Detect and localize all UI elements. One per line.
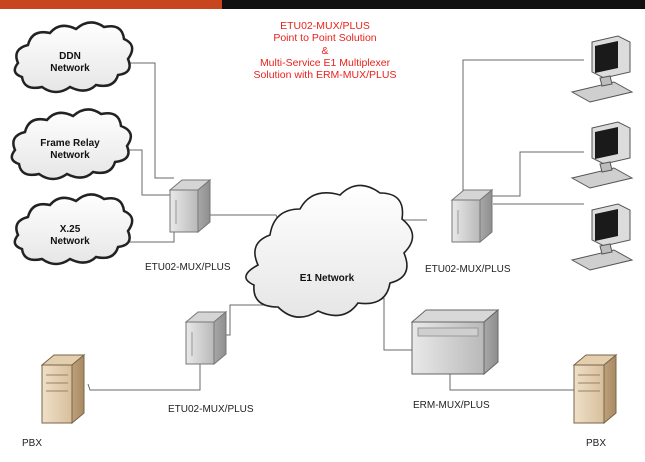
desktop-computer-icon <box>570 203 634 271</box>
e1-cloud-icon <box>245 184 414 318</box>
pbx-left-label: PBX <box>22 438 43 449</box>
etu-right-label: ETU02-MUX/PLUS <box>425 264 511 275</box>
mux-device-icon <box>184 310 228 366</box>
pbx-right-label: PBX <box>586 438 607 449</box>
cloud-icon <box>13 21 134 94</box>
cloud-icon <box>10 108 133 181</box>
etu-left-label: ETU02-MUX/PLUS <box>145 262 231 273</box>
header-tab <box>0 0 222 9</box>
cloud-label-line: Frame Relay <box>40 138 100 149</box>
title-line: ETU02-MUX/PLUS <box>280 20 370 32</box>
frame-relay-network-label: Frame Relay Network <box>25 138 115 162</box>
ddn-network-label: DDN Network <box>30 51 110 75</box>
cloud-label-line: Network <box>50 63 90 74</box>
title-line: Point to Point Solution <box>273 32 377 45</box>
erm-rack-icon <box>410 308 500 376</box>
cloud-label-line: DDN <box>59 51 81 62</box>
desktop-computer-icon <box>570 35 634 103</box>
cloud-label-line: Network <box>50 150 90 161</box>
title-line: Solution with ERM-MUX/PLUS <box>253 69 397 82</box>
mux-device-icon <box>168 178 212 234</box>
cloud-label-line: E1 Network <box>299 273 355 284</box>
etu-bottom-label: ETU02-MUX/PLUS <box>168 404 254 415</box>
top-banner <box>0 0 645 9</box>
pbx-server-icon <box>40 353 86 425</box>
title-line: Multi-Service E1 Multiplexer <box>259 56 391 69</box>
erm-label: ERM-MUX/PLUS <box>413 400 490 411</box>
e1-network-label: E1 Network <box>282 273 372 285</box>
title-line: & <box>321 44 329 57</box>
cloud-label-line: X.25 <box>59 224 81 235</box>
x25-network-label: X.25 Network <box>30 224 110 248</box>
cloud-icon <box>13 193 134 266</box>
diagram-title: ETU02-MUX/PLUS Point to Point Solution &… <box>205 20 445 81</box>
cloud-label-line: Network <box>50 236 90 247</box>
mux-device-icon <box>450 188 494 244</box>
desktop-computer-icon <box>570 121 634 189</box>
pbx-server-icon <box>572 353 618 425</box>
